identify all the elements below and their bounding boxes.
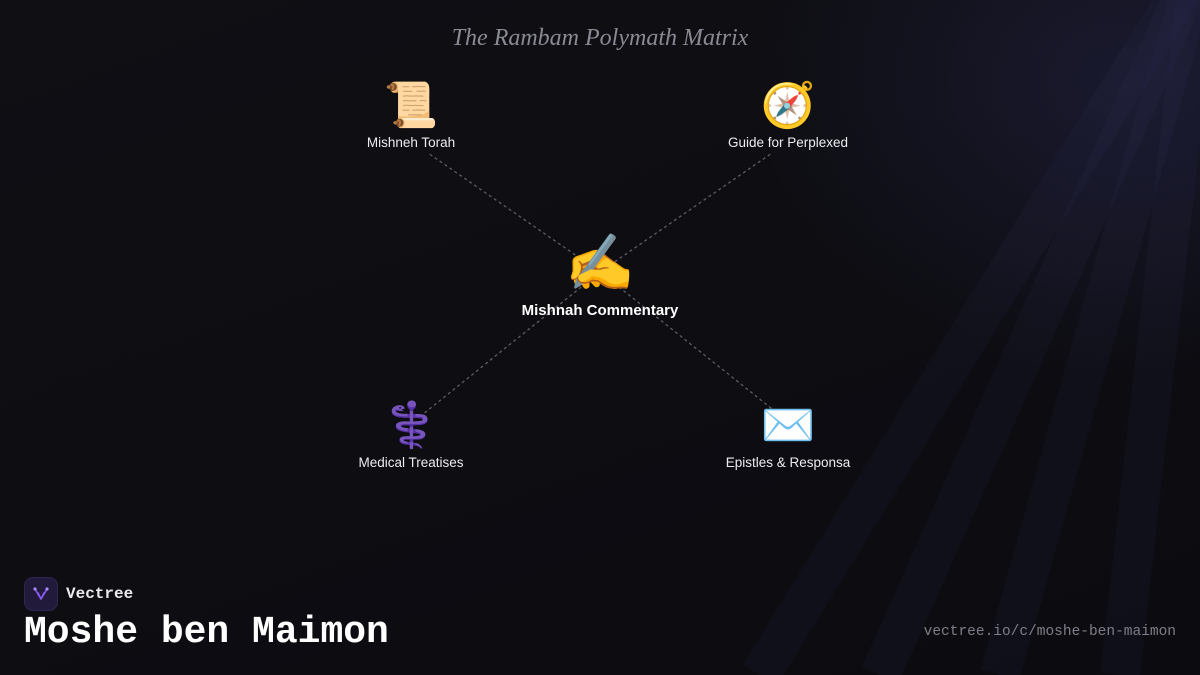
envelope-icon: ✉️ (760, 401, 816, 450)
node-medical-treatises: ⚕️ Medical Treatises (358, 399, 463, 470)
brand[interactable]: Vectree (24, 577, 133, 611)
medical-staff-icon: ⚕️ (383, 401, 439, 450)
connector-center-to-epistles (599, 271, 777, 413)
brand-name: Vectree (66, 585, 134, 603)
entity-url-link[interactable]: vectree.io/c/moshe-ben-maimon (923, 624, 1176, 640)
node-label: Guide for Perplexed (727, 135, 849, 150)
node-guide-for-perplexed: 🧭 Guide for Perplexed (728, 79, 848, 150)
connector-center-to-medical (421, 271, 601, 416)
connector-center-to-mishneh-torah (427, 152, 601, 273)
diagram-title: The Rambam Polymath Matrix (451, 25, 749, 51)
connector-center-to-guide (599, 152, 773, 273)
node-label: Epistles & Responsa (725, 455, 851, 470)
writing-hand-icon: ✍️ (565, 231, 635, 294)
node-mishnah-commentary: ✍️ Mishnah Commentary (522, 230, 679, 319)
node-epistles-responsa: ✉️ Epistles & Responsa (726, 399, 851, 470)
entity-title: Moshe ben Maimon (24, 611, 389, 654)
node-label: Mishneh Torah (366, 135, 456, 150)
vectree-logo-icon (24, 577, 58, 611)
compass-icon: 🧭 (760, 81, 816, 130)
scroll-icon: 📜 (383, 81, 439, 130)
node-mishneh-torah: 📜 Mishneh Torah (367, 79, 455, 150)
center-node-label: Mishnah Commentary (521, 302, 679, 319)
node-label: Medical Treatises (358, 455, 464, 470)
